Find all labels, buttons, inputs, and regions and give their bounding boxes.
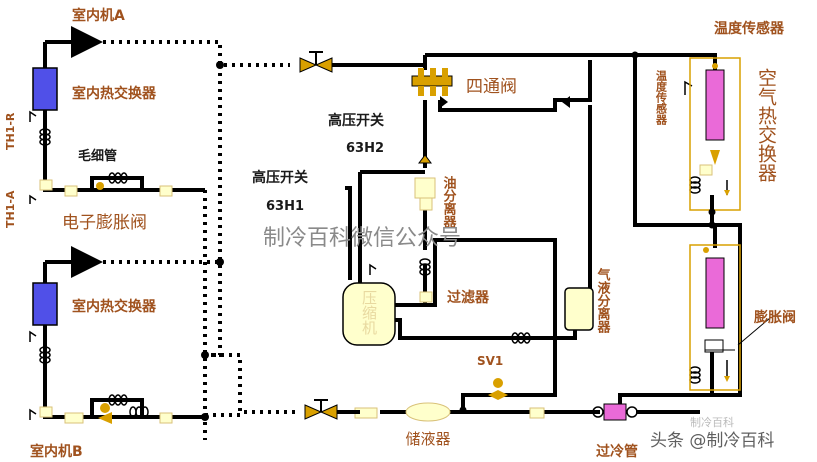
subcooler-body <box>603 403 627 421</box>
label-indoor-hx-b: 室内热交换器 <box>72 298 157 315</box>
label-eev: 电子膨胀阀 <box>62 213 147 233</box>
pipe-63h1 <box>345 186 352 280</box>
junction-dots <box>201 51 716 421</box>
dot-a-top <box>95 40 290 67</box>
label-temp-sensor-top: 温度传感器 <box>714 20 785 37</box>
indoor-coil-a <box>32 67 58 111</box>
label-compressor: 压缩机 <box>360 290 378 336</box>
sv1-valve <box>488 378 508 400</box>
label-capillary: 毛细管 <box>78 148 117 164</box>
pipe-a-cap <box>90 176 144 190</box>
label-indoor-b: 室内机B <box>30 443 83 460</box>
sensor-probes <box>29 80 693 420</box>
receiver-body <box>405 402 451 422</box>
compressor-body <box>342 282 396 346</box>
label-filter: 过滤器 <box>447 289 490 306</box>
outdoor-coil-upper <box>689 57 741 211</box>
label-air-hx: 空气热交换器 <box>755 68 777 182</box>
label-accumulator: 气液分离器 <box>595 267 612 334</box>
eev-a <box>96 182 104 190</box>
dot-b-bottom <box>205 353 300 414</box>
pipe-comp-top <box>395 238 557 307</box>
dot-vertical <box>205 65 222 357</box>
watermark-bottom: 头条 @制冷百科 <box>650 431 774 451</box>
label-63h2: 63H2 <box>346 141 384 156</box>
line-components <box>39 164 713 424</box>
indoor-coil-b <box>32 282 58 326</box>
label-indoor-hx-a: 室内热交换器 <box>72 85 157 102</box>
eev-b <box>98 403 112 424</box>
four-way-valve <box>411 68 453 96</box>
label-oil-separator: 油分离器 <box>441 175 458 229</box>
pipe-b-bottom <box>43 325 205 419</box>
service-valve-top <box>299 51 425 73</box>
dotted-pipes <box>95 40 300 440</box>
label-63h1: 63H1 <box>266 199 304 214</box>
label-sv1: SV1 <box>477 354 503 368</box>
watermark-center: 制冷百科微信公众号 <box>263 226 461 251</box>
outdoor-coil-lower <box>689 244 741 391</box>
label-indoor-a: 室内机A <box>72 7 125 24</box>
label-th1-r: TH1-R <box>4 112 17 150</box>
check-valves <box>418 96 570 164</box>
label-receiver: 储液器 <box>405 430 450 448</box>
pipe-comp-bottom <box>395 318 577 340</box>
capillary-coil-a <box>39 128 701 418</box>
label-expansion-valve: 膨胀阀 <box>754 309 796 326</box>
pipe-sv1 <box>461 300 557 410</box>
pipe-fwv-right <box>438 60 592 112</box>
label-hp-switch-63h2: 高压开关 <box>328 112 384 129</box>
label-th1-a: TH1-A <box>4 190 17 228</box>
oil-separator-body <box>414 177 436 199</box>
ev-pointer-line <box>737 317 771 346</box>
accumulator-body <box>564 287 594 331</box>
pipe-b-cap <box>90 398 144 417</box>
watermark-faint: 制冷百科 <box>690 415 734 429</box>
label-four-way-valve: 四通阀 <box>466 77 517 97</box>
label-hp-switch-63h1: 高压开关 <box>252 169 308 186</box>
pipes <box>43 26 742 419</box>
label-subcooler: 过冷管 <box>596 443 638 460</box>
service-valve-bottom <box>304 399 360 420</box>
label-temp-sensor-vertical: 温度传感器 <box>655 69 669 126</box>
